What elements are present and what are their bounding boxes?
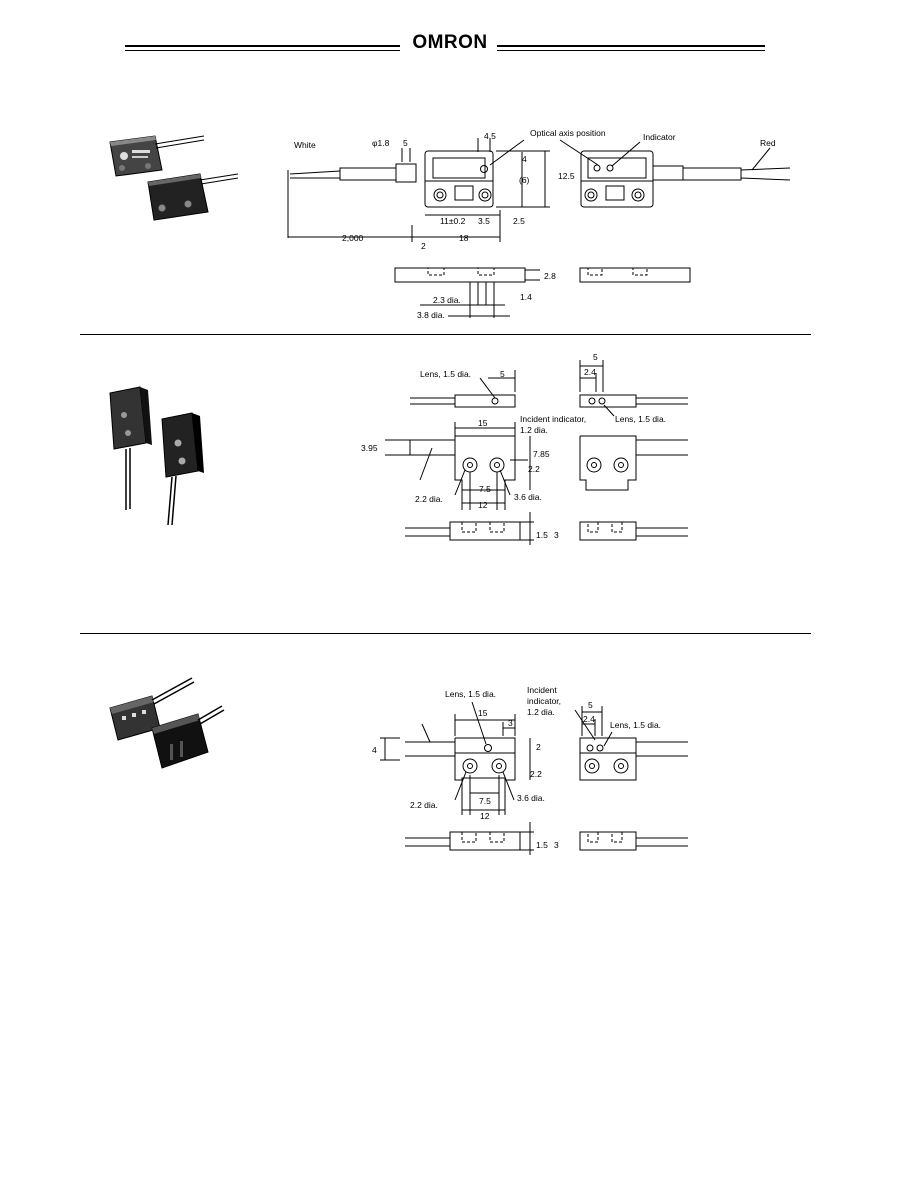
label-s2-five: 5 <box>500 369 505 379</box>
label-s2-incident: Incident indicator, <box>520 414 586 424</box>
label-d125: 12.5 <box>558 171 575 181</box>
label-s2-d22: 2.2 <box>528 464 540 474</box>
section2-bottom-view <box>405 512 688 545</box>
label-s2-d75: 7.5 <box>479 484 491 494</box>
label-d2: 2 <box>421 241 426 251</box>
product-photo-1 <box>109 135 240 221</box>
label-s3-d15: 15 <box>478 708 488 718</box>
label-s3-d24: 2.4 <box>583 714 595 724</box>
label-s3-incident: Incident <box>527 685 557 695</box>
label-s1-five: 5 <box>403 138 408 148</box>
label-d25: 2.5 <box>513 216 525 226</box>
label-optical-axis: Optical axis position <box>530 128 606 138</box>
label-s3-d3b: 3 <box>554 840 559 850</box>
label-s1-d4: 4 <box>522 154 527 164</box>
label-d11: 11±0.2 <box>440 216 466 226</box>
label-s3-lens: Lens, 1.5 dia. <box>445 689 496 699</box>
label-s2-d15b: 1.5 <box>536 530 548 540</box>
label-s3-d12: 12 <box>480 811 490 821</box>
label-s2-dia36: 3.6 dia. <box>514 492 542 502</box>
label-s2-five-right: 5 <box>593 352 598 362</box>
label-s3-d22: 2.2 <box>530 769 542 779</box>
header-rule-right-thin <box>497 50 765 51</box>
header-rule-left-thin <box>125 50 400 51</box>
label-s3-d4: 4 <box>372 745 377 755</box>
label-s3-lens-right: Lens, 1.5 dia. <box>610 720 661 730</box>
section2-top-view <box>410 360 688 416</box>
header-rule-right <box>497 45 765 47</box>
label-s2-d24: 2.4 <box>584 367 596 377</box>
label-s2-dia22: 2.2 dia. <box>415 494 443 504</box>
section3-side-view <box>575 706 688 780</box>
section3-bottom-view <box>405 822 688 855</box>
label-dia38: 3.8 dia. <box>417 310 445 320</box>
label-d2000: 2,000 <box>342 233 364 243</box>
label-s3-d15b: 1.5 <box>536 840 548 850</box>
label-s3-d75: 7.5 <box>479 796 491 806</box>
label-s2-d3: 3 <box>554 530 559 540</box>
label-red: Red <box>760 138 776 148</box>
label-s2-incident-dia: 1.2 dia. <box>520 425 548 435</box>
label-s3-incident2: indicator, <box>527 696 561 706</box>
label-d18: 18 <box>459 233 469 243</box>
label-s2-d395: 3.95 <box>361 443 378 453</box>
product-photo-2 <box>109 386 204 530</box>
label-s3-dia22: 2.2 dia. <box>410 800 438 810</box>
section2-front-view <box>385 422 688 510</box>
omron-logo: OMRON <box>412 32 488 53</box>
section-divider-2 <box>80 633 811 634</box>
label-d35: 3.5 <box>478 216 490 226</box>
label-s2-d15: 15 <box>478 418 488 428</box>
label-s3-dia36: 3.6 dia. <box>517 793 545 803</box>
label-s3-d3: 3 <box>508 718 513 728</box>
label-white: White <box>294 140 316 150</box>
section1-right-view <box>560 140 790 207</box>
section1-front-view <box>288 138 550 242</box>
product-photo-3 <box>109 670 240 769</box>
label-d6: (6) <box>519 175 530 185</box>
label-s3-incident-dia: 1.2 dia. <box>527 707 555 717</box>
label-d14: 1.4 <box>520 292 532 302</box>
label-s2-lens-right: Lens, 1.5 dia. <box>615 414 666 424</box>
label-phi18: φ1.8 <box>372 138 390 148</box>
label-d28: 2.8 <box>544 271 556 281</box>
label-s2-d12: 12 <box>478 500 488 510</box>
header-rule-left <box>125 45 400 47</box>
label-d45: 4.5 <box>484 131 496 141</box>
label-s2-d785: 7.85 <box>533 449 550 459</box>
label-s3-d2: 2 <box>536 742 541 752</box>
label-s2-lens: Lens, 1.5 dia. <box>420 369 471 379</box>
section3-front-view <box>380 702 530 815</box>
label-dia23: 2.3 dia. <box>433 295 461 305</box>
label-s3-five: 5 <box>588 700 593 710</box>
section-divider-1 <box>80 334 811 335</box>
label-indicator: Indicator <box>643 132 676 142</box>
section1-side-view <box>395 268 690 318</box>
